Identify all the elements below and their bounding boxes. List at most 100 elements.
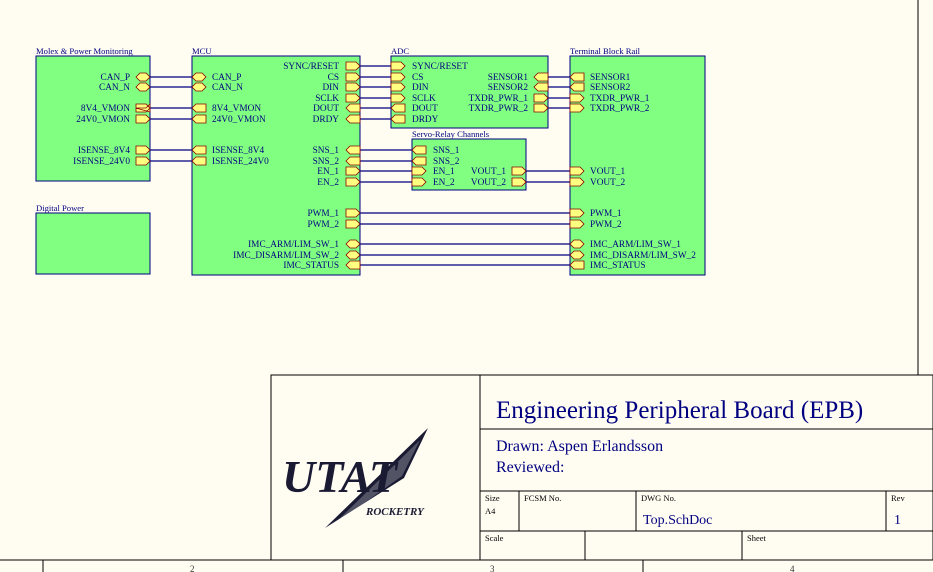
- block-title: MCU: [192, 46, 212, 56]
- port-label: CS: [328, 73, 339, 83]
- port-label: ISENSE_24V0: [212, 157, 269, 167]
- servo-right-ports: VOUT_1 VOUT_2: [471, 166, 527, 188]
- port-label: ISENSE_8V4: [78, 146, 131, 156]
- net-wires: [150, 65, 570, 266]
- block-molex-power-monitoring[interactable]: Molex & Power Monitoring: [35, 46, 151, 182]
- port-label: EN_1: [433, 167, 455, 177]
- port-glyph: [345, 219, 361, 229]
- adc-right-ports: SENSOR1 SENSOR2 TXDR_PWR_1 TXDR_PWR_2: [469, 72, 549, 114]
- port-label: DOUT: [412, 104, 438, 114]
- port-label: ISENSE_8V4: [212, 146, 265, 156]
- port-glyph: [390, 82, 406, 92]
- port-label: PWM_1: [590, 209, 622, 219]
- port-label: SENSOR1: [590, 73, 631, 83]
- port-glyph: [569, 166, 585, 176]
- block-body[interactable]: [35, 212, 151, 275]
- port-glyph: [569, 93, 585, 103]
- port-glyph: [345, 177, 361, 187]
- port-glyph: [390, 72, 406, 82]
- block-title: Digital Power: [36, 203, 84, 213]
- port-label: SNS_2: [313, 157, 340, 167]
- block-mcu[interactable]: MCU: [191, 46, 361, 276]
- port-glyph: [569, 250, 585, 260]
- port-glyph: [569, 219, 585, 229]
- port-glyph: [411, 166, 427, 176]
- fcsm-label: FCSM No.: [524, 493, 561, 503]
- port-label: SCLK: [315, 94, 339, 104]
- port-glyph: [191, 72, 207, 82]
- block-title: Servo-Relay Channels: [412, 129, 490, 139]
- port-label: DIN: [322, 83, 339, 93]
- port-label: TXDR_PWR_1: [469, 94, 529, 104]
- port-label: IMC_ARM/LIM_SW_1: [248, 240, 339, 250]
- adc-left-ports: SYNC/RESET CS DIN SCLK DOUT DRDY: [390, 61, 468, 125]
- port-glyph: [390, 93, 406, 103]
- port-label: CAN_P: [101, 73, 130, 83]
- port-label: EN_2: [433, 178, 455, 188]
- port-label: SNS_1: [313, 146, 340, 156]
- zone-label-2: 2: [190, 564, 195, 572]
- block-digital-power[interactable]: Digital Power: [35, 203, 151, 275]
- port-glyph: [569, 177, 585, 187]
- port-glyph: [390, 114, 406, 124]
- port-glyph: [191, 114, 207, 124]
- port-label: DOUT: [313, 104, 339, 114]
- terminal-ports: SENSOR1 SENSOR2 TXDR_PWR_1 TXDR_PWR_2 VO…: [569, 72, 696, 271]
- port-glyph: [411, 156, 427, 166]
- logo-wordmark: UTAT: [282, 451, 399, 502]
- port-label: SENSOR1: [488, 73, 529, 83]
- rocket-streak: [325, 428, 428, 528]
- port-glyph: [569, 239, 585, 249]
- port-label: VOUT_1: [471, 167, 506, 177]
- port-label: SCLK: [412, 94, 436, 104]
- port-glyph: [345, 72, 361, 82]
- zone-label-4: 4: [790, 564, 795, 572]
- size-value: A4: [485, 506, 496, 516]
- port-glyph: [135, 103, 151, 113]
- port-glyph: [345, 260, 361, 270]
- port-glyph: [135, 72, 151, 82]
- sheet-label: Sheet: [747, 533, 767, 543]
- port-label: SENSOR2: [590, 83, 631, 93]
- port-label: DRDY: [313, 115, 340, 125]
- zone-label-3: 3: [490, 564, 495, 572]
- block-adc[interactable]: ADC: [390, 46, 549, 129]
- block-body[interactable]: [569, 55, 706, 276]
- scale-label: Scale: [485, 533, 504, 543]
- port-label: PWM_2: [590, 220, 622, 230]
- port-label: SNS_2: [433, 157, 460, 167]
- port-glyph: [135, 82, 151, 92]
- block-terminal-block-rail[interactable]: Terminal Block Rail: [569, 46, 706, 276]
- utat-rocketry-logo: UTAT ROCKETRY: [282, 428, 428, 528]
- port-glyph: [345, 208, 361, 218]
- port-label: SYNC/RESET: [412, 62, 468, 72]
- port-label: CAN_N: [212, 83, 243, 93]
- port-label: CS: [412, 73, 423, 83]
- port-glyph: [345, 61, 361, 71]
- block-body[interactable]: [390, 55, 549, 129]
- rocket-streak-highlight: [332, 440, 420, 526]
- dwg-label: DWG No.: [641, 493, 676, 503]
- port-label: CAN_N: [99, 83, 130, 93]
- port-label: 24V0_VMON: [76, 115, 130, 125]
- molex-ports: CAN_P CAN_N 8V4_VMON 24V0_VMON ISENSE_8V…: [73, 72, 151, 167]
- block-body[interactable]: [35, 55, 151, 182]
- port-glyph: [191, 103, 207, 113]
- port-glyph: [345, 250, 361, 260]
- mcu-left-ports: CAN_P CAN_N 8V4_VMON 24V0_VMON ISENSE_8V…: [191, 72, 269, 167]
- port-label: SYNC/RESET: [283, 62, 339, 72]
- port-glyph: [135, 145, 151, 155]
- port-label: PWM_1: [307, 209, 339, 219]
- port-glyph: [345, 145, 361, 155]
- port-glyph: [411, 177, 427, 187]
- port-glyph: [411, 145, 427, 155]
- port-label: DRDY: [412, 115, 439, 125]
- port-label: PWM_2: [307, 220, 339, 230]
- port-glyph: [345, 82, 361, 92]
- block-body[interactable]: [411, 138, 527, 191]
- port-label: DIN: [412, 83, 429, 93]
- block-body[interactable]: [191, 55, 361, 276]
- block-servo-relay-channels[interactable]: Servo-Relay Channels: [411, 129, 527, 191]
- block-title: Terminal Block Rail: [570, 46, 641, 56]
